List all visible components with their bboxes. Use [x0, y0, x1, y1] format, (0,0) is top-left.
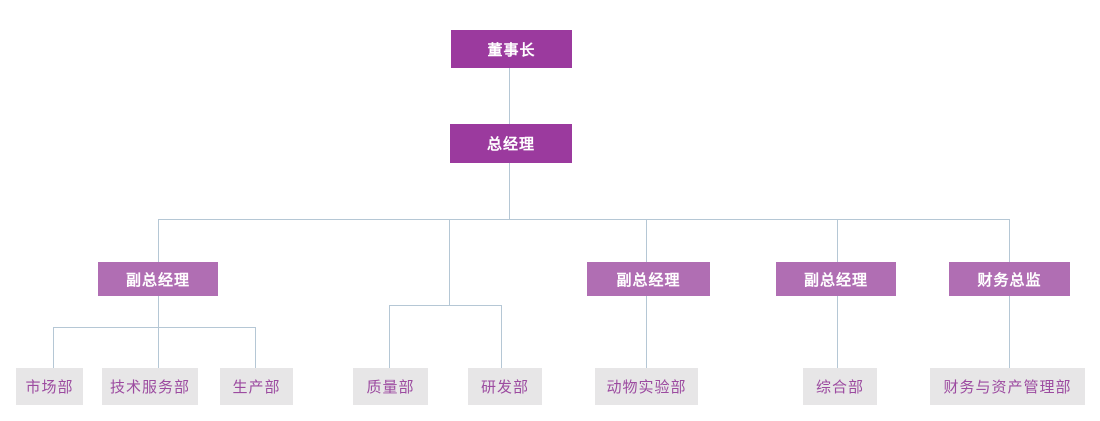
connector-line [509, 68, 510, 124]
node-dept-finance-asset-management-label: 财务与资产管理部 [943, 378, 1072, 396]
node-general-manager: 总经理 [450, 124, 572, 163]
node-deputy-gm-3: 副总经理 [776, 262, 896, 296]
connector-line [389, 305, 390, 368]
node-dept-marketing: 市场部 [16, 368, 83, 405]
connector-line [501, 305, 502, 368]
node-deputy-gm-1-label: 副总经理 [125, 270, 190, 289]
node-dept-general-affairs: 综合部 [803, 368, 877, 405]
node-dept-marketing-label: 市场部 [25, 378, 74, 396]
connector-line [1009, 219, 1010, 262]
node-dept-finance-asset-management: 财务与资产管理部 [930, 368, 1085, 405]
node-deputy-gm-2: 副总经理 [587, 262, 710, 296]
connector-line [53, 327, 256, 328]
node-chairman-label: 董事长 [487, 40, 536, 59]
node-dept-production: 生产部 [220, 368, 293, 405]
node-finance-director-label: 财务总监 [977, 270, 1042, 289]
node-dept-general-affairs-label: 综合部 [815, 378, 864, 396]
node-deputy-gm-1: 副总经理 [98, 262, 218, 296]
connector-line [389, 305, 502, 306]
connector-line [255, 327, 256, 368]
node-dept-animal-experiment-label: 动物实验部 [606, 378, 687, 396]
node-dept-rnd-label: 研发部 [480, 378, 529, 396]
node-general-manager-label: 总经理 [486, 135, 535, 153]
connector-line [1009, 296, 1010, 368]
connector-line [449, 219, 450, 305]
node-dept-technical-service: 技术服务部 [102, 368, 198, 405]
node-finance-director: 财务总监 [949, 262, 1070, 296]
node-deputy-gm-3-label: 副总经理 [803, 270, 868, 289]
connector-line [158, 296, 159, 368]
connector-line [646, 296, 647, 368]
node-dept-quality: 质量部 [353, 368, 428, 405]
node-dept-rnd: 研发部 [468, 368, 542, 405]
connector-line [509, 163, 510, 219]
connector-line [837, 296, 838, 368]
connector-line [158, 219, 1010, 220]
node-dept-production-label: 生产部 [232, 378, 281, 396]
connector-line [53, 327, 54, 368]
node-chairman: 董事长 [451, 30, 572, 68]
node-deputy-gm-2-label: 副总经理 [616, 270, 681, 289]
node-dept-animal-experiment: 动物实验部 [595, 368, 698, 405]
node-dept-quality-label: 质量部 [366, 378, 415, 396]
connector-line [646, 219, 647, 262]
connector-line [158, 219, 159, 262]
connector-line [837, 219, 838, 262]
node-dept-technical-service-label: 技术服务部 [109, 378, 190, 396]
